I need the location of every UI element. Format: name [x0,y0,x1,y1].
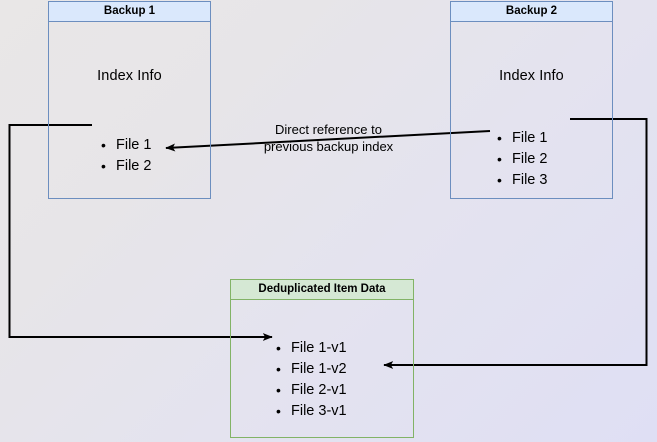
list-item: File 1-v2 [276,359,347,380]
list-item: File 2 [101,156,151,177]
node-backup-2[interactable]: Backup 2 Index Info File 1 File 2 File 3 [450,1,613,199]
list-item: File 1 [101,135,151,156]
node-deduplicated-item-data-body: File 1-v1 File 1-v2 File 2-v1 File 3-v1 [231,300,413,437]
list-item: File 3-v1 [276,401,347,422]
node-deduplicated-item-data[interactable]: Deduplicated Item Data File 1-v1 File 1-… [230,279,414,438]
node-backup-1-body: Index Info File 1 File 2 [49,22,210,198]
backup-1-file-list: File 1 File 2 [101,135,151,177]
list-item: File 1-v1 [276,338,347,359]
deduplicated-file-list: File 1-v1 File 1-v2 File 2-v1 File 3-v1 [276,338,347,422]
list-item: File 2 [497,149,547,170]
edge-label-line-2: previous backup index [263,139,394,154]
node-backup-1-header: Backup 1 [49,2,210,22]
node-backup-2-body: Index Info File 1 File 2 File 3 [451,22,612,198]
node-deduplicated-item-data-header: Deduplicated Item Data [231,280,413,300]
backup-2-file-list: File 1 File 2 File 3 [497,128,547,191]
node-backup-1[interactable]: Backup 1 Index Info File 1 File 2 [48,1,211,199]
list-item: File 3 [497,170,547,191]
backup-2-index-info-label: Index Info [499,68,564,84]
list-item: File 1 [497,128,547,149]
edge-label-line-1: Direct reference to [275,122,382,137]
backup-1-index-info-label: Index Info [97,68,162,84]
list-item: File 2-v1 [276,380,347,401]
edge-label-direct-reference: Direct reference to previous backup inde… [247,121,410,155]
node-backup-2-header: Backup 2 [451,2,612,22]
